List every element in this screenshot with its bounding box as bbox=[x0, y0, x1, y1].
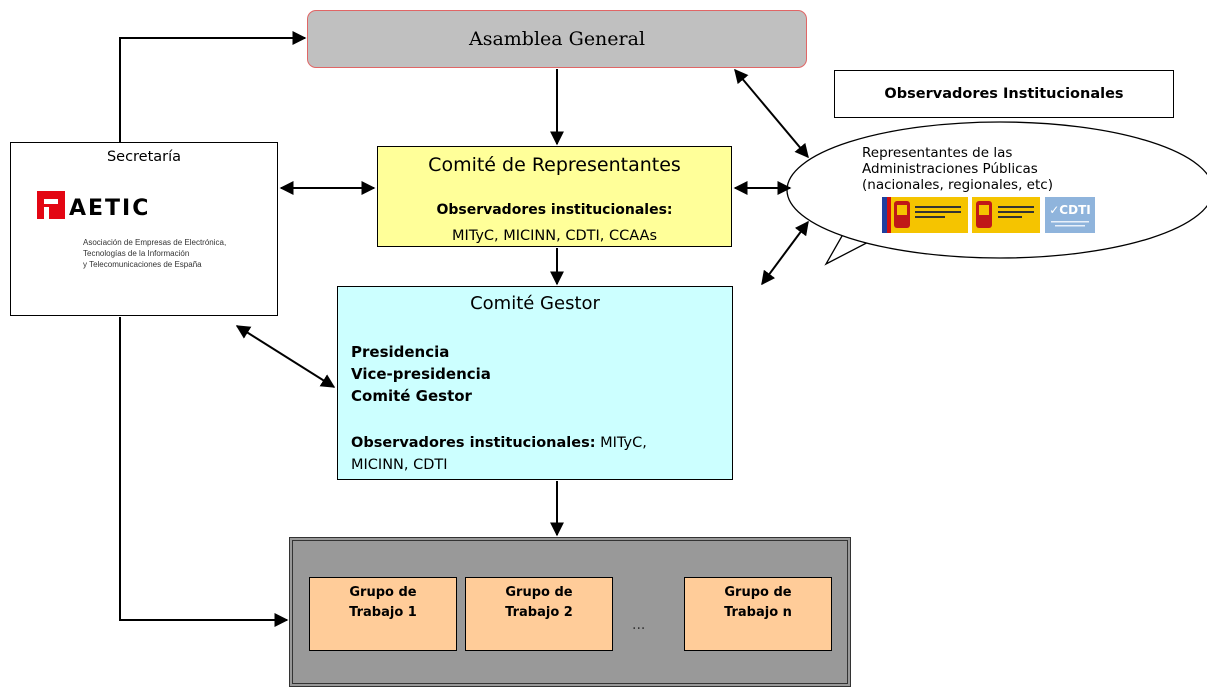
asamblea-general-box: Asamblea General bbox=[307, 10, 807, 68]
cdti-icon: ✓CDTI bbox=[1049, 203, 1091, 227]
coat-of-arms-icon bbox=[882, 197, 961, 233]
bubble-line: Administraciones Públicas bbox=[862, 161, 1038, 177]
aetic-logo-icon bbox=[37, 191, 65, 219]
comite-representantes-box: Comité de Representantes Observadores in… bbox=[377, 146, 732, 247]
gestor-title: Comité Gestor bbox=[470, 293, 600, 314]
observadores-title: Observadores Institucionales bbox=[884, 86, 1124, 102]
observers-bubble-text: Representantes de las Administraciones P… bbox=[862, 145, 1102, 193]
grupo-label: Trabajo 2 bbox=[505, 605, 573, 620]
arrow-secretaria-grupos bbox=[119, 317, 289, 627]
gestor-obs-label: Observadores institucionales: bbox=[351, 435, 596, 451]
grupo-label: Trabajo n bbox=[724, 605, 792, 620]
gestor-obs: Observadores institucionales: MITyC, MIC… bbox=[351, 432, 726, 476]
gestor-obs-list-2: MICINN, CDTI bbox=[351, 457, 448, 473]
aetic-logo-subtitle: Asociación de Empresas de Electrónica, T… bbox=[83, 237, 226, 270]
aetic-sub-line: y Telecomunicaciones de España bbox=[83, 260, 202, 269]
gestor-role: Vice-presidencia bbox=[351, 365, 491, 383]
gestor-role: Comité Gestor bbox=[351, 387, 472, 405]
aetic-logo-name: AETIC bbox=[69, 196, 151, 221]
representantes-title: Comité de Representantes bbox=[428, 154, 681, 176]
bubble-line: (nacionales, regionales, etc) bbox=[862, 177, 1053, 193]
arrow-gestor-observadores bbox=[761, 220, 809, 286]
grupo-trabajo-n: Grupo de Trabajo n bbox=[684, 577, 832, 651]
svg-text:✓CDTI: ✓CDTI bbox=[1049, 203, 1090, 217]
comite-gestor-box: Comité Gestor Presidencia Vice-presidenc… bbox=[337, 286, 733, 480]
grupo-label: Grupo de bbox=[505, 585, 573, 600]
aetic-sub-line: Tecnologías de la Información bbox=[83, 249, 190, 258]
grupo-label: Grupo de bbox=[349, 585, 417, 600]
representantes-obs-label: Observadores institucionales: bbox=[436, 202, 673, 218]
grupos-ellipsis: ... bbox=[632, 617, 646, 633]
asamblea-title: Asamblea General bbox=[468, 28, 646, 50]
observadores-institucionales-box: Observadores Institucionales bbox=[834, 70, 1174, 118]
aetic-sub-line: Asociación de Empresas de Electrónica, bbox=[83, 238, 227, 247]
bubble-line: Representantes de las bbox=[862, 145, 1013, 161]
gestor-role: Presidencia bbox=[351, 343, 450, 361]
secretaria-box: Secretaría AETIC Asociación de Empresas … bbox=[10, 142, 278, 316]
arrow-asamblea-observadores bbox=[734, 68, 809, 159]
cdti-logo: ✓CDTI bbox=[1045, 197, 1095, 233]
secretaria-title: Secretaría bbox=[106, 149, 182, 165]
arrow-secretaria-gestor bbox=[235, 325, 336, 388]
arrow-secretaria-asamblea bbox=[119, 31, 307, 142]
grupo-trabajo-2: Grupo de Trabajo 2 bbox=[465, 577, 613, 651]
coat-of-arms-icon bbox=[976, 201, 1034, 228]
grupo-trabajo-1: Grupo de Trabajo 1 bbox=[309, 577, 457, 651]
mec-logo bbox=[972, 197, 1040, 233]
grupo-label: Trabajo 1 bbox=[349, 605, 417, 620]
grupo-label: Grupo de bbox=[724, 585, 792, 600]
gestor-obs-list-1: MITyC, bbox=[595, 435, 647, 451]
representantes-obs-list: MITyC, MICINN, CDTI, CCAAs bbox=[451, 228, 658, 244]
mityc-logo bbox=[882, 197, 968, 233]
